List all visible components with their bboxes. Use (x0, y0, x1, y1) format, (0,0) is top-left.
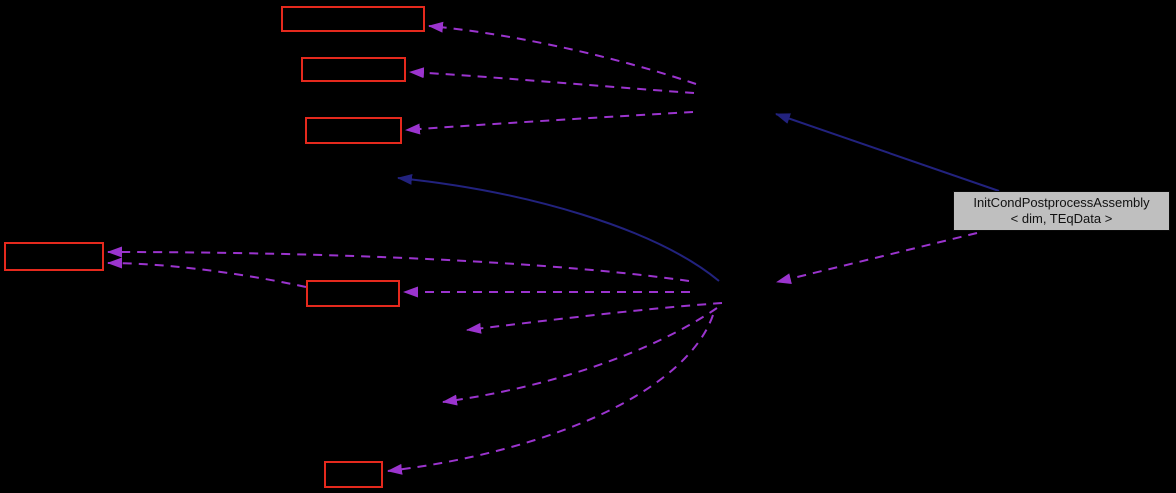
edge-dashed-midbox-to-leftbox (107, 257, 307, 288)
edge-solid-mainnode-to-hub1 (775, 113, 1000, 192)
edge-dashed-hub1-to-box2 (409, 67, 695, 94)
edge-dashed-hub1-to-box3 (405, 111, 694, 135)
class-node-top-3[interactable] (305, 117, 402, 144)
class-node-middle[interactable] (306, 280, 400, 307)
edge-dashed-hub2-to-hidden-a (466, 302, 723, 334)
edge-dashed-hub2-to-leftbox (107, 246, 690, 282)
edge-solid-hub2-to-hidden-node (397, 173, 720, 282)
main-class-node: InitCondPostprocessAssembly < dim, TEqDa… (953, 191, 1170, 231)
main-class-name: InitCondPostprocessAssembly (973, 195, 1150, 210)
edge-dashed-mainnode-to-hub2 (776, 232, 978, 285)
edge-dashed-hub1-to-box1 (428, 21, 697, 85)
class-node-top-1[interactable] (281, 6, 425, 32)
edge-dashed-hub2-to-hidden-b (442, 307, 718, 406)
class-node-top-2[interactable] (301, 57, 406, 82)
main-class-template-params: < dim, TEqData > (1010, 211, 1113, 226)
class-node-left[interactable] (4, 242, 104, 271)
edge-dashed-hub2-to-bottombox (387, 314, 714, 475)
class-node-bottom[interactable] (324, 461, 383, 488)
